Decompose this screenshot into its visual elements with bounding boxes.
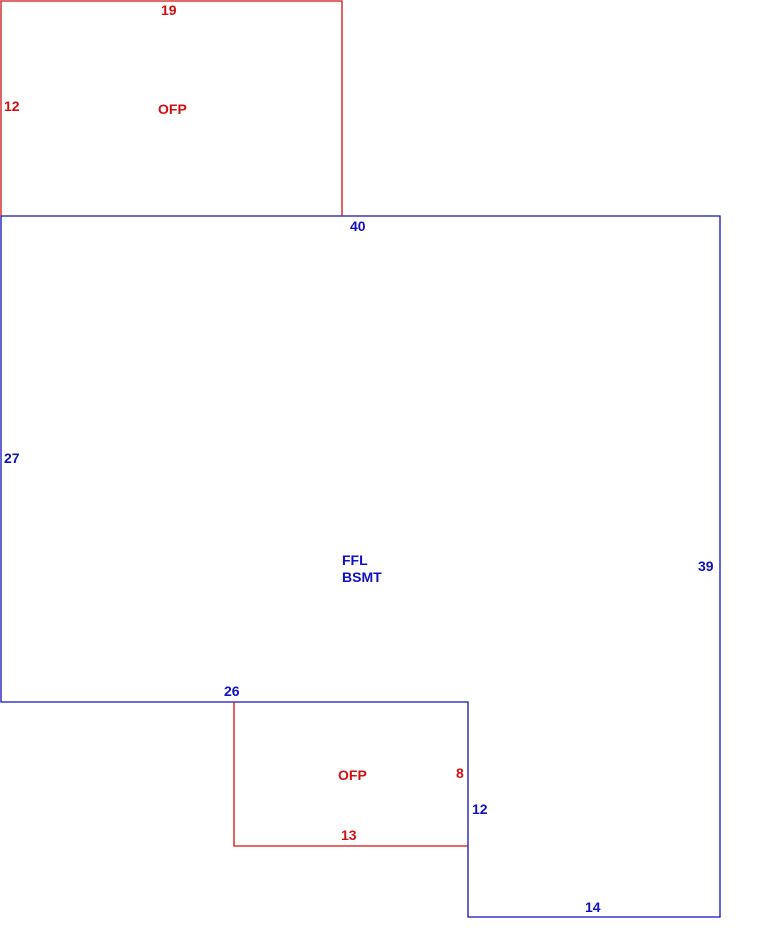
main-living-area-outline <box>0 215 721 918</box>
bottom-porch-dim-right: 8 <box>456 765 464 781</box>
main-dim-inner: 12 <box>472 801 488 817</box>
main-dim-bottom: 14 <box>585 899 601 915</box>
main-dim-top: 40 <box>350 218 366 234</box>
top-porch-dim-left: 12 <box>4 98 20 114</box>
main-dim-step: 26 <box>224 683 240 699</box>
top-porch-dim-top: 19 <box>161 2 177 18</box>
bottom-porch-outline <box>233 702 468 847</box>
main-dim-left: 27 <box>4 450 20 466</box>
bottom-porch-dim-bottom: 13 <box>341 827 357 843</box>
main-label-line2: BSMT <box>342 569 382 585</box>
top-porch-outline <box>0 0 343 216</box>
top-porch-label: OFP <box>158 101 187 117</box>
main-label-line1: FFL <box>342 552 368 568</box>
main-dim-right: 39 <box>698 558 714 574</box>
bottom-porch-label: OFP <box>338 767 367 783</box>
